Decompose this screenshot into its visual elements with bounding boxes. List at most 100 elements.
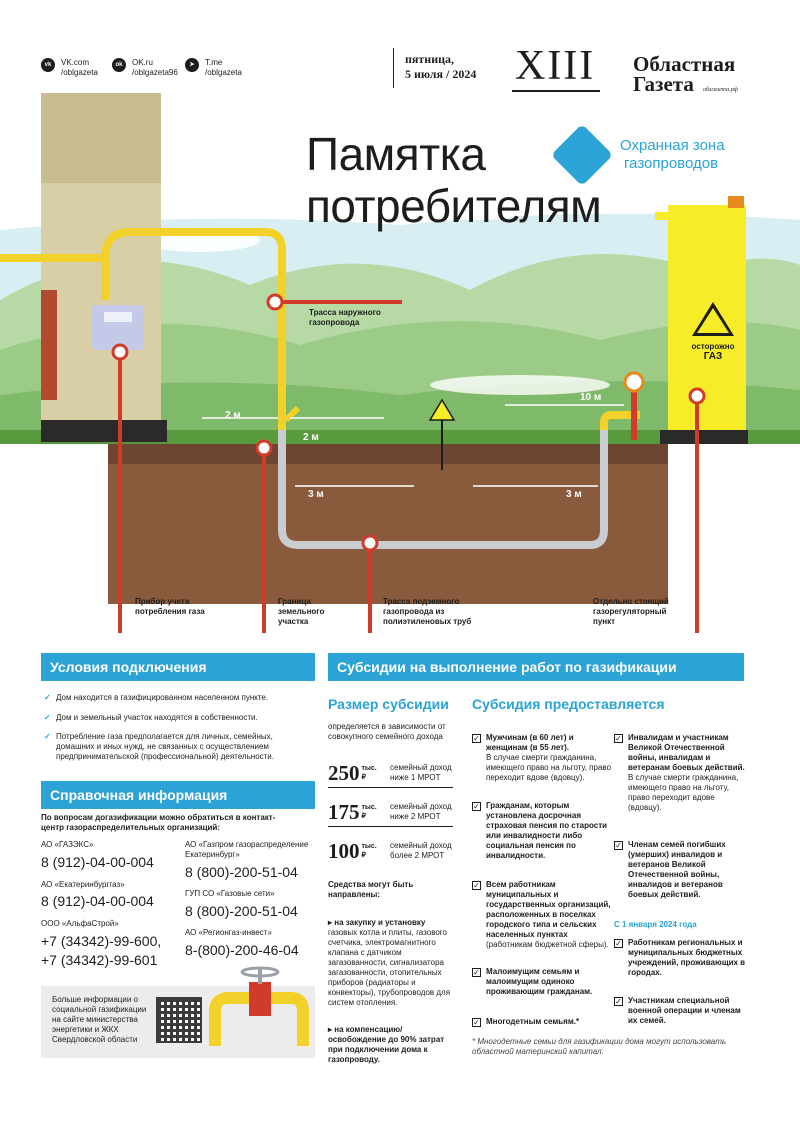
amount-note: семейный доход более 2 МРОТ [390, 841, 452, 860]
beneficiary-note: (работникам бюджетной сферы). [486, 940, 609, 949]
warning-line2: ГАЗ [703, 351, 723, 362]
condition-item: Дом находится в газифицированном населен… [44, 693, 294, 703]
subsidy-amount: 175 тыс. ₽ [328, 801, 377, 823]
beneficiary-note: В случае смерти гражданина, имеющего пра… [628, 773, 739, 812]
contact-org: АО «Регионгаз-инвест» [185, 928, 272, 937]
contact-phone[interactable]: 8 (800)-200-51-04 [185, 864, 298, 880]
beneficiary-title: Многодетным семьям.* [486, 1017, 580, 1026]
condition-item: Дом и земельный участок находятся в собс… [44, 713, 294, 723]
amount-value: 100 [328, 839, 360, 863]
issue-date: пятница, 5 июля / 2024 [405, 52, 476, 82]
contact-org: АО «Екатеринбурггаз» [41, 880, 125, 889]
amount-note: семейный доход ниже 2 МРОТ [390, 802, 452, 821]
contact-phone[interactable]: 8 (912)-04-00-004 [41, 854, 154, 870]
purpose-item: ▸ на закупку и установку газовых котла и… [328, 918, 460, 1008]
contact-phone[interactable]: 8 (800)-200-51-04 [185, 903, 298, 919]
beneficiary-item: ✓ Работникам региональных и муниципальны… [614, 938, 746, 978]
purpose-item: ▸ на компенсацию/освобождение до 90% зат… [328, 1025, 445, 1064]
contact-org: ГУП СО «Газовые сети» [185, 889, 275, 898]
subsidy-size-intro: определяется в зависимости от совокупног… [328, 722, 446, 741]
social-telegram[interactable]: ➤ T.me/oblgazeta [185, 58, 242, 78]
subsidies-heading: Субсидии на выполнение работ по газифика… [328, 653, 744, 681]
callout-border: Граница земельного участка [278, 597, 325, 626]
beneficiary-title: Работникам региональных и муниципальных … [628, 938, 746, 977]
newspaper-logo: Областная Газета [633, 52, 736, 96]
beneficiary-item: ✓ Многодетным семьям.* [472, 1017, 612, 1027]
beneficiary-note: В случае смерти гражданина, имеющего пра… [486, 753, 612, 782]
contact-phone[interactable]: +7 (34342)-99-601 [41, 952, 158, 968]
logo-site: облгазета.рф [703, 87, 738, 93]
footnote: * Многодетные семьи для газификации дома… [472, 1037, 727, 1056]
checkbox-icon: ✓ [472, 1018, 481, 1027]
purpose-text: на компенсацию/освобождение до 90% затра… [328, 1025, 445, 1064]
amount-currency: ₽ [361, 813, 366, 820]
contact-phone[interactable]: 8 (912)-04-00-004 [41, 893, 154, 909]
conditions-heading: Условия подключения [41, 653, 315, 681]
page-number-underline [512, 90, 600, 92]
contact-phone[interactable]: +7 (34342)-99-600, [41, 933, 162, 949]
contact-phone[interactable]: 8-(800)-200-46-04 [185, 942, 299, 958]
logo-line1: Областная [633, 52, 736, 76]
beneficiary-item: ✓ Участникам специальной военной операци… [614, 996, 746, 1026]
amount-value: 175 [328, 800, 360, 824]
issue-day: пятница, [405, 52, 455, 66]
beneficiary-title: Участникам специальной военной операции … [628, 996, 741, 1025]
beneficiary-title: Инвалидам и участникам Великой Отечестве… [628, 733, 745, 772]
divider [328, 826, 453, 827]
distance-label: 10 м [580, 392, 602, 403]
amount-unit: тыс. [361, 765, 377, 772]
page-number: XIII [515, 43, 596, 89]
beneficiary-item: ✓ Членам семей погибших (умерших) инвали… [614, 840, 746, 900]
vk-icon: vk [41, 58, 55, 72]
social-vk[interactable]: vk VK.com/oblgazeta [41, 58, 98, 78]
telegram-icon: ➤ [185, 58, 199, 72]
subsidy-size-heading: Размер субсидии [328, 696, 449, 712]
gas-valve-icon [209, 966, 309, 1046]
header-divider [393, 48, 394, 88]
beneficiary-title: Членам семей погибших (умерших) инвалидо… [628, 840, 726, 899]
subsidy-amount: 100 тыс.₽ [328, 840, 377, 862]
ok-icon: ok [112, 58, 126, 72]
distance-label: 2 м [225, 410, 241, 421]
contact-org: АО «ГАЗЭКС» [41, 840, 94, 849]
checkbox-icon: ✓ [472, 734, 481, 743]
purpose-lead: на закупку и установку [334, 918, 426, 927]
beneficiary-title: Малоимущим семьям и малоимущим одиноко п… [486, 967, 593, 996]
checkbox-icon: ✓ [472, 968, 481, 977]
qr-code-icon[interactable] [156, 997, 202, 1043]
beneficiary-item: ✓ Гражданам, которым установлена досрочн… [472, 801, 612, 861]
divider [328, 787, 453, 788]
callout-regulator: Отдельно стоящий газорегуляторный пункт [593, 597, 669, 626]
title-line2: потребителям [306, 180, 602, 232]
distance-label: 3 м [566, 489, 582, 500]
condition-item: Потребление газа предполагается для личн… [44, 732, 294, 762]
beneficiary-title: Гражданам, которым установлена досрочная… [486, 801, 608, 860]
distance-label: 2 м [303, 432, 319, 443]
callout-outer-pipe: Трасса наружного газопровода [309, 308, 381, 327]
beneficiary-item: ✓ Мужчинам (в 60 лет) и женщинам (в 55 л… [472, 733, 612, 783]
illustration-svg [0, 93, 800, 633]
issue-date-text: 5 июля / 2024 [405, 67, 477, 81]
title-line1: Памятка [306, 128, 486, 180]
page-title: Памятка потребителям [306, 128, 602, 232]
subsidy-amount: 250 тыс.₽ [328, 762, 377, 784]
social-handle: /oblgazeta [205, 68, 242, 77]
since-label: С 1 января 2024 года [614, 920, 697, 929]
beneficiary-item: ✓ Инвалидам и участникам Великой Отечест… [614, 733, 746, 813]
contact-org: ООО «АльфаСтрой» [41, 919, 119, 928]
amount-note: семейный доход ниже 1 МРОТ [390, 763, 452, 782]
reference-intro: По вопросам догазификации можно обратить… [41, 813, 276, 832]
checkbox-icon: ✓ [472, 881, 481, 890]
callout-meter: Прибор учета потребления газа [135, 597, 205, 616]
protection-zone-label: Охранная зона газопроводов [620, 137, 725, 173]
reference-heading: Справочная информация [41, 781, 315, 809]
contact-org: АО «Газпром газораспределение Екатеринбу… [185, 840, 309, 859]
more-info-text: Больше информации о социальной газификац… [52, 995, 147, 1044]
checkbox-icon: ✓ [614, 939, 623, 948]
amount-unit: тыс. [361, 804, 377, 811]
social-ok[interactable]: ok OK.ru/oblgazeta96 [112, 58, 178, 78]
zone-line2: газопроводов [624, 155, 719, 172]
social-name: OK.ru [132, 58, 153, 67]
logo-line2: Газета [633, 72, 694, 96]
checkbox-icon: ✓ [472, 802, 481, 811]
